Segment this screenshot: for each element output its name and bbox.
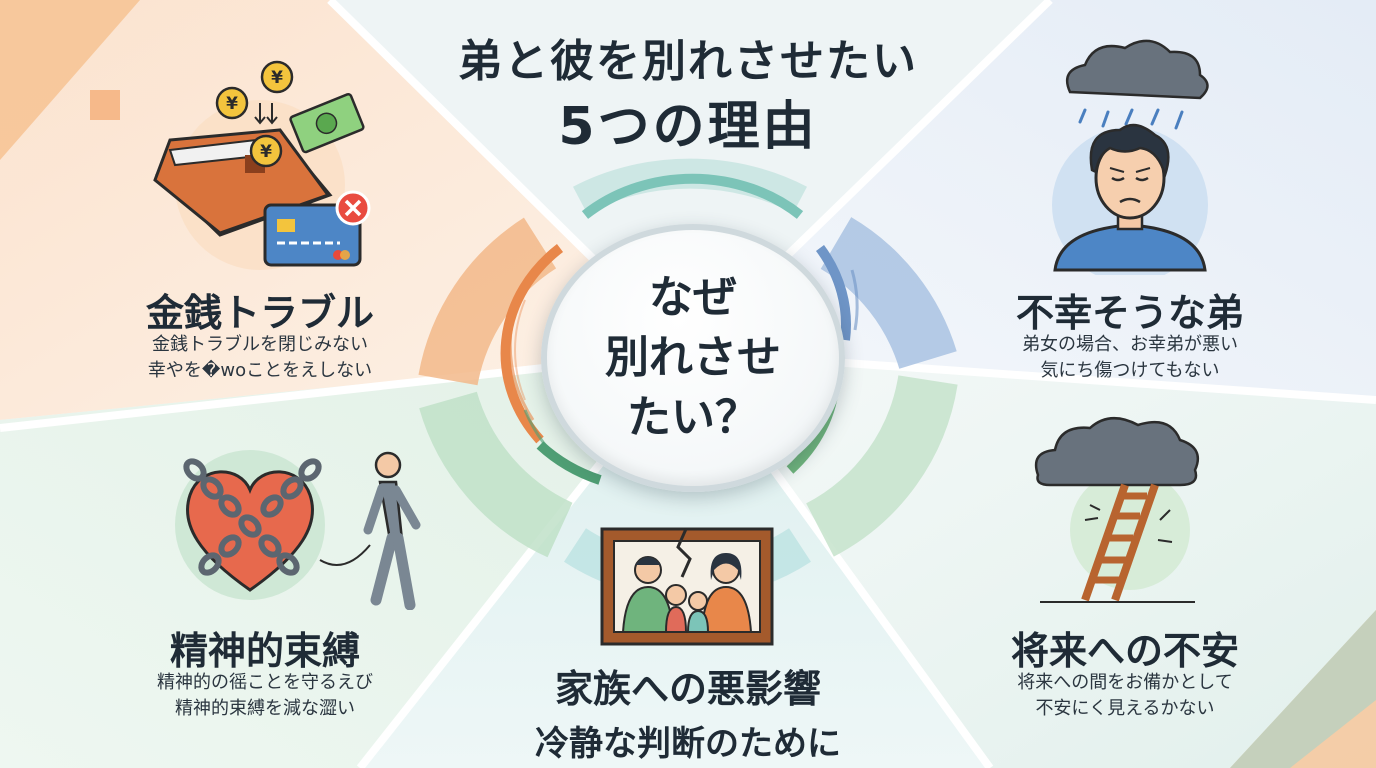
banknote-icon [289, 93, 365, 154]
reject-x-icon [335, 190, 371, 226]
family-illustration [600, 527, 774, 646]
credit-card-icon [263, 203, 362, 267]
yen-coin-icon: ¥ ¥ ¥ [215, 60, 294, 168]
svg-text:¥: ¥ [226, 94, 238, 114]
center-line-2: 別れさせ [605, 332, 781, 383]
broken-ladder-icon [1040, 483, 1195, 603]
mental-desc-2: 精神的束縛を減な澀い [175, 698, 355, 719]
future-desc-1: 将来への間をお備かとして [1017, 672, 1233, 693]
unhappy-illustration [1052, 39, 1209, 275]
title-line-2: 5つの理由 [558, 97, 818, 157]
chained-heart-icon [183, 458, 322, 592]
sad-man-icon [1053, 123, 1207, 272]
future-illustration [1034, 417, 1200, 603]
family-title: 家族への悪影響 [554, 667, 821, 711]
center-line-3: たい？ [627, 392, 759, 443]
broken-family-photo-icon [600, 527, 774, 646]
decorative-square [90, 90, 120, 120]
unhappy-title: 不幸そうな弟 [1015, 291, 1244, 335]
walking-man-icon [363, 451, 421, 610]
svg-text:¥: ¥ [260, 142, 272, 162]
mental-title: 精神的束縛 [169, 629, 360, 673]
title-line-1: 弟と彼を別れさせたい [458, 36, 918, 87]
unhappy-desc-1: 弟女の場合、お幸弟が悪い [1022, 334, 1238, 355]
center-line-1: なぜ [649, 272, 737, 323]
svg-text:¥: ¥ [271, 68, 283, 88]
mental-desc-1: 精神的の徭ことを守るえび [157, 672, 373, 693]
money-desc-1: 金銭トラブルを閉じみない [152, 334, 368, 355]
mental-illustration [175, 450, 421, 610]
storm-cloud-icon [1034, 417, 1200, 487]
family-subtitle: 冷静な判断のために [535, 724, 841, 764]
money-desc-2: 幸やを�woことをえしない [147, 360, 373, 381]
future-title: 将来への不安 [1010, 629, 1239, 673]
money-illustration: ¥ ¥ ¥ [153, 60, 371, 270]
unhappy-desc-2: 気にち傷つけてもない [1040, 360, 1220, 381]
future-desc-2: 不安にく見えるかない [1035, 698, 1215, 719]
money-title: 金銭トラブル [145, 291, 374, 335]
center-question-circle: なぜ 別れさせ たい？ [541, 224, 845, 492]
title-block: 弟と彼を別れさせたい 5つの理由 [388, 34, 988, 160]
